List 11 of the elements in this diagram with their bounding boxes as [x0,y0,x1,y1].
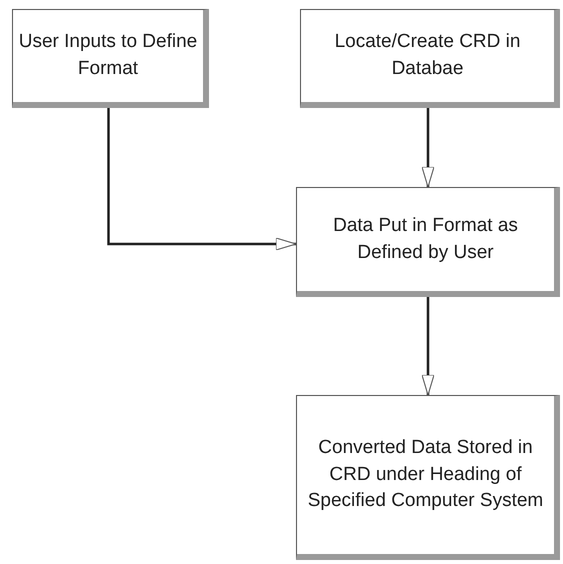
process-box [296,395,560,560]
box-label: Locate/Create CRD in Databae [334,30,522,81]
process-box [296,187,560,297]
arrow [422,297,434,396]
box-label: Data Put in Format as Defined by User [332,214,519,264]
box-label: Converted Data Stored in CRD under Heading of Specified Computer System [306,436,544,514]
arrow [422,108,434,188]
arrow [107,108,296,250]
process-box [12,9,209,108]
process-box [300,9,560,108]
box-label: User Inputs to Define Format [18,30,198,81]
